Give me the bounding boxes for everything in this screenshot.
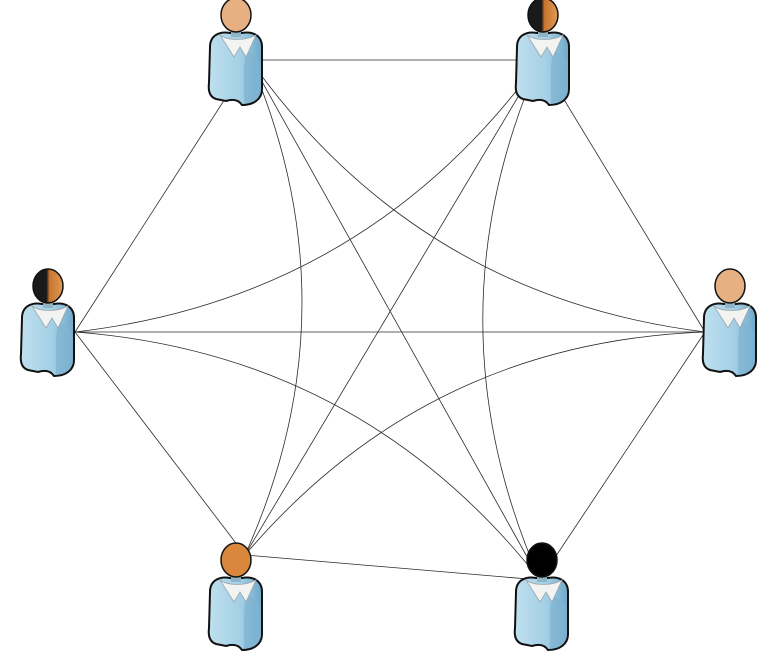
user-head <box>526 542 558 578</box>
connection-line-n0-n5 <box>249 59 541 581</box>
user-icon <box>514 0 570 107</box>
connection-line-n2-n5 <box>74 331 541 581</box>
user-icon <box>207 542 263 652</box>
connection-line-n1-n4 <box>244 59 541 556</box>
connection-line-n0-n2 <box>74 59 251 333</box>
connection-line-n4-n5 <box>244 554 541 581</box>
user-head <box>527 0 559 33</box>
connection-line-n0-n4 <box>244 59 303 556</box>
user-head <box>220 542 252 578</box>
connection-line-n3-n4 <box>244 331 706 556</box>
connection-lines <box>74 59 706 581</box>
connection-line-n1-n5 <box>482 59 541 581</box>
user-icon <box>207 0 263 107</box>
user-icon <box>701 268 757 378</box>
connection-line-n2-n4 <box>74 331 246 556</box>
connection-line-n1-n2 <box>74 59 541 333</box>
user-icon <box>19 268 75 378</box>
user-head <box>714 268 746 304</box>
user-head <box>32 268 64 304</box>
user-head <box>220 0 252 33</box>
connection-line-n1-n3 <box>539 59 706 333</box>
user-nodes <box>19 0 757 652</box>
connection-line-n0-n3 <box>249 59 706 333</box>
connection-line-n3-n5 <box>539 331 706 581</box>
user-icon <box>513 542 569 652</box>
